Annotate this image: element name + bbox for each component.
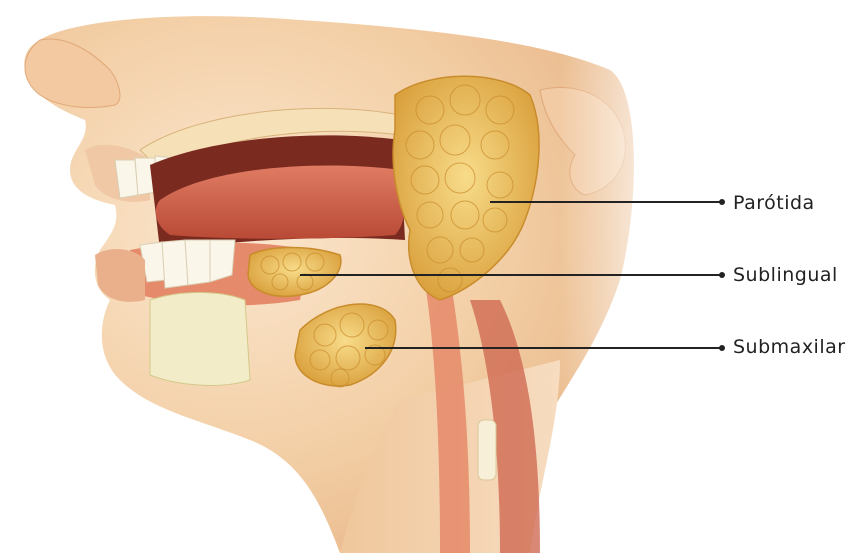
lower-lip <box>95 249 145 302</box>
leader-dot-submaxilar <box>719 345 725 351</box>
leader-dot-sublingual <box>719 272 725 278</box>
label-submaxilar: Submaxilar <box>733 336 846 358</box>
vertebra <box>478 420 496 480</box>
mandible <box>150 293 250 386</box>
leader-dot-parotida <box>719 199 725 205</box>
label-sublingual: Sublingual <box>733 264 838 286</box>
label-parotida: Parótida <box>733 192 815 214</box>
